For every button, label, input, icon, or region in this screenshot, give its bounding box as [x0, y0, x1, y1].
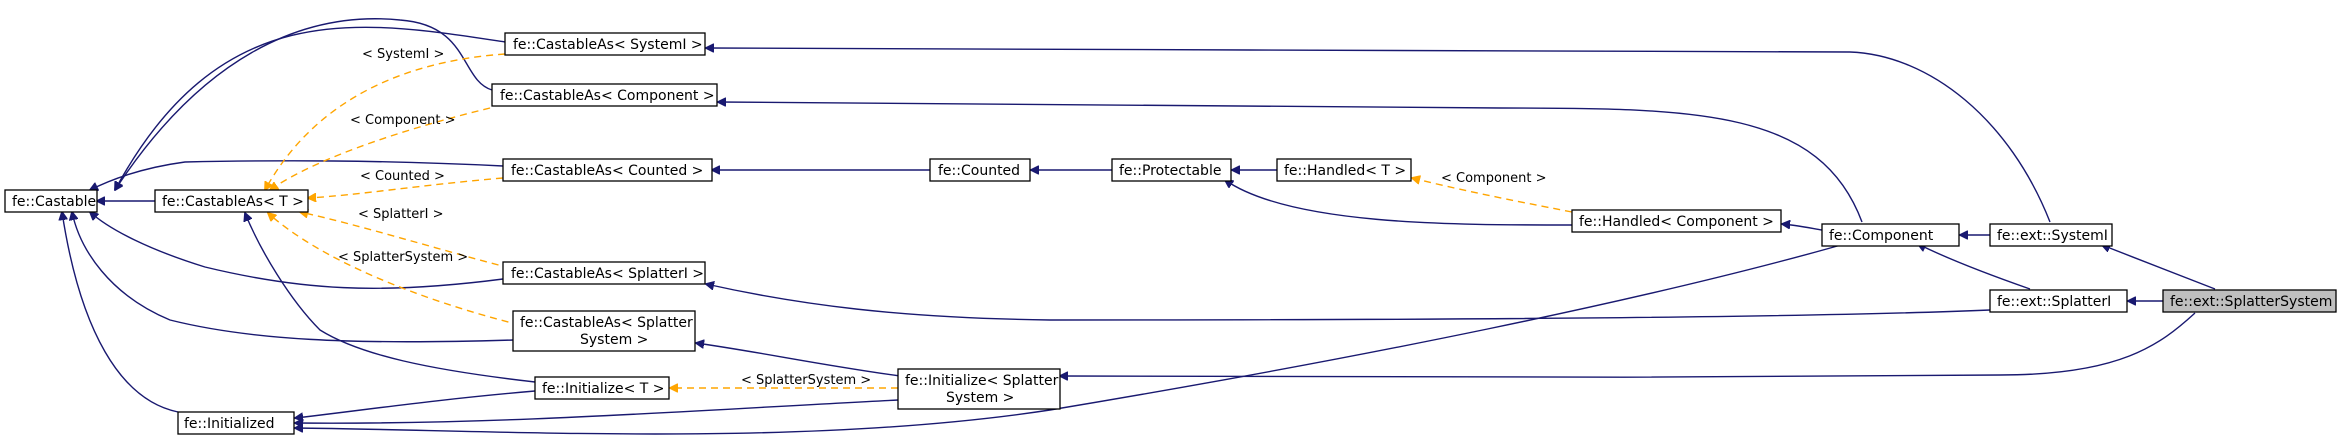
node-ext-splatter-system[interactable]: fe::ext::SplatterSystem — [2162, 289, 2337, 313]
edge-castableas-splatter-system-template — [268, 213, 521, 326]
node-castableas-counted[interactable]: fe::CastableAs< Counted > — [502, 158, 713, 182]
node-ext-systemi[interactable]: fe::ext::SystemI — [1989, 223, 2113, 247]
edge-castableas-component-template — [270, 107, 491, 190]
node-initialized-label: fe::Initialized — [184, 416, 274, 432]
node-ext-splatteri-label: fe::ext::SplatterI — [1997, 294, 2111, 310]
edge-label-splatteri: < SplatterI > — [358, 207, 444, 222]
node-castableas-component-label: fe::CastableAs< Component > — [500, 88, 715, 104]
node-component[interactable]: fe::Component — [1821, 223, 1960, 247]
edge-castableas-splatteri-to-castable — [90, 212, 504, 290]
node-initialize-t[interactable]: fe::Initialize< T > — [534, 376, 670, 400]
edge-initialize-splatter-system-to-castableas-splatter-system — [696, 343, 901, 377]
edge-ext-splatter-system-to-initialize-splatter-system — [1060, 312, 2196, 377]
node-handled-component-label: fe::Handled< Component > — [1579, 214, 1774, 230]
node-initialize-splatter-system-label-line2: System > — [946, 390, 1014, 406]
edge-ext-systemi-to-castableas-systemi — [706, 48, 2051, 223]
edge-castableas-splatter-system-to-castable — [72, 212, 514, 343]
node-ext-splatter-system-label: fe::ext::SplatterSystem — [2170, 294, 2332, 310]
edge-label-splatter-system: < SplatterSystem > — [338, 250, 468, 265]
edge-handled-component-to-protectable — [1225, 180, 1573, 226]
node-castableas-splatteri-label: fe::CastableAs< SplatterI > — [511, 266, 704, 282]
edge-label-systemi: < SystemI > — [362, 47, 444, 62]
node-handled-component[interactable]: fe::Handled< Component > — [1571, 209, 1782, 233]
edge-castableas-splatteri-template — [300, 212, 511, 269]
node-castableas-systemi[interactable]: fe::CastableAs< SystemI > — [504, 32, 706, 56]
edge-castableas-systemi-to-castable — [115, 26, 506, 190]
node-castable[interactable]: fe::Castable — [4, 189, 98, 213]
template-edges — [265, 53, 1573, 388]
node-castableas-component[interactable]: fe::CastableAs< Component > — [491, 83, 718, 107]
node-castableas-splatter-system-label-line2: System > — [580, 332, 648, 348]
node-castableas-t[interactable]: fe::CastableAs< T > — [154, 189, 309, 213]
node-counted-label: fe::Counted — [938, 163, 1020, 179]
node-component-label: fe::Component — [1829, 228, 1934, 244]
node-castableas-counted-label: fe::CastableAs< Counted > — [511, 163, 703, 179]
edge-initialize-t-to-castableas-t — [245, 213, 536, 383]
edge-initialize-splatter-system-to-initialized — [295, 399, 899, 423]
edge-castableas-counted-to-castable — [90, 160, 504, 190]
node-initialize-splatter-system[interactable]: fe::Initialize< Splatter System > — [897, 368, 1061, 410]
edge-initialized-to-castable — [62, 212, 179, 413]
edge-castableas-systemi-template — [265, 53, 506, 190]
node-protectable-label: fe::Protectable — [1119, 163, 1221, 179]
edge-component-to-handled-component — [1782, 224, 1823, 231]
node-initialize-t-label: fe::Initialize< T > — [542, 381, 664, 397]
edge-ext-splatteri-to-castableas-splatteri — [706, 284, 1991, 321]
inheritance-edges — [62, 18, 2216, 435]
edge-label-initialize-splatter-system: < SplatterSystem > — [741, 373, 871, 388]
edge-ext-splatter-system-to-ext-systemi — [2102, 245, 2216, 290]
node-initialized[interactable]: fe::Initialized — [177, 411, 295, 435]
node-initialize-splatter-system-label-line1: fe::Initialize< Splatter — [905, 373, 1059, 389]
node-castableas-splatteri[interactable]: fe::CastableAs< SplatterI > — [502, 261, 706, 285]
edge-castableas-counted-template — [308, 177, 504, 198]
node-handled-t[interactable]: fe::Handled< T > — [1276, 158, 1412, 182]
edge-label-handled-component: < Component > — [1441, 171, 1547, 186]
edge-component-to-castableas-component — [718, 102, 1863, 223]
node-castableas-systemi-label: fe::CastableAs< SystemI > — [513, 37, 703, 53]
node-castable-label: fe::Castable — [12, 194, 96, 210]
edge-labels: < SystemI > < Component > < Counted > < … — [338, 47, 1547, 388]
node-counted[interactable]: fe::Counted — [929, 158, 1031, 182]
node-ext-systemi-label: fe::ext::SystemI — [1997, 228, 2108, 244]
node-castableas-t-label: fe::CastableAs< T > — [162, 194, 304, 210]
edge-component-to-initialized — [295, 240, 1856, 435]
edge-handled-component-template — [1412, 178, 1573, 213]
node-ext-splatteri[interactable]: fe::ext::SplatterI — [1989, 289, 2128, 313]
node-protectable[interactable]: fe::Protectable — [1111, 158, 1232, 182]
edge-initialize-t-to-initialized — [295, 390, 536, 418]
edge-label-counted: < Counted > — [360, 169, 445, 184]
edge-label-component: < Component > — [350, 113, 456, 128]
edge-castableas-component-to-castable — [115, 18, 493, 190]
node-castableas-splatter-system[interactable]: fe::CastableAs< Splatter System > — [512, 310, 696, 352]
node-handled-t-label: fe::Handled< T > — [1284, 163, 1406, 179]
node-castableas-splatter-system-label-line1: fe::CastableAs< Splatter — [520, 315, 693, 331]
edge-ext-splatteri-to-component — [1918, 244, 2031, 290]
